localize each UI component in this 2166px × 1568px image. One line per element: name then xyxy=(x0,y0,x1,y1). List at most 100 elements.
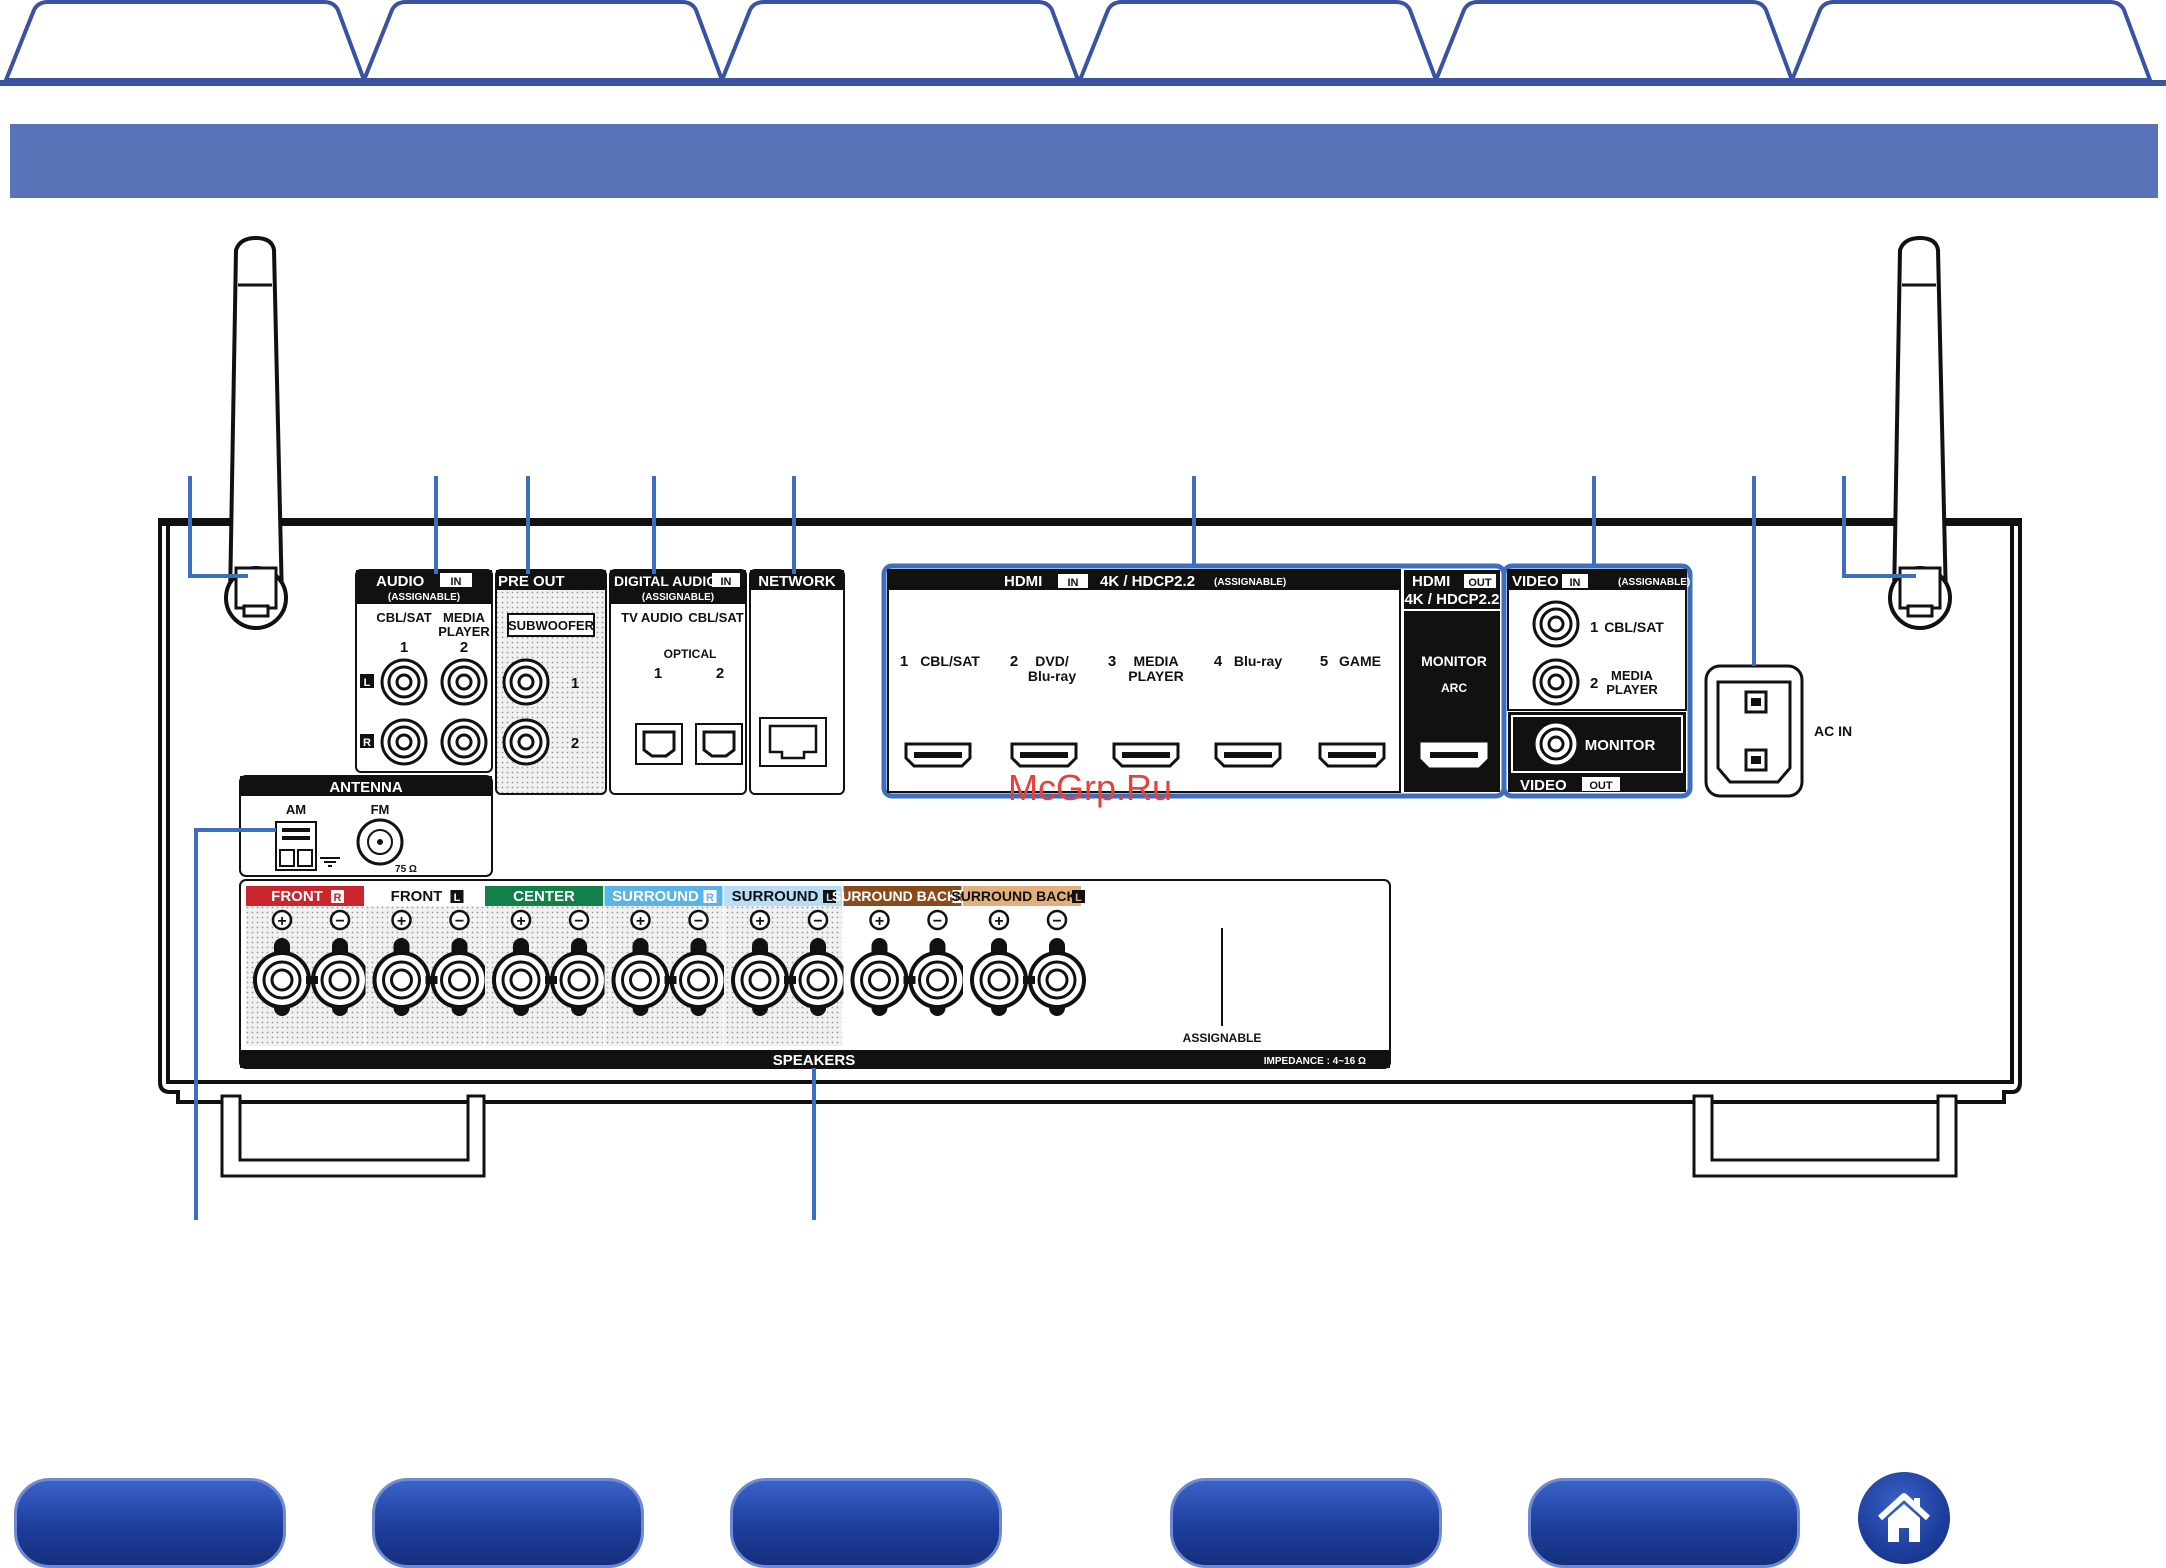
terminal-polarity: + xyxy=(636,913,645,930)
tab-1[interactable] xyxy=(3,0,367,82)
speaker-label-bg xyxy=(843,886,962,906)
ac-in-label: AC IN xyxy=(1814,723,1852,739)
hdmi-out-arc: ARC xyxy=(1441,681,1467,695)
speaker-label-bg xyxy=(604,886,723,906)
rca-jack-subwoofer-1[interactable] xyxy=(502,658,550,706)
speaker-terminal-surround-back-l-minus[interactable]: − xyxy=(1028,909,1086,1016)
hdmi-in-section: HDMI IN 4K / HDCP2.2 (ASSIGNABLE) 1 CBL/… xyxy=(881,563,1507,799)
hdmi-in-2-number: 2 xyxy=(1010,653,1018,670)
video-section: VIDEO IN (ASSIGNABLE) 1 CBL/SAT 2 MEDIA … xyxy=(1501,563,1693,799)
antenna-section: ANTENNA AM FM 75 Ω xyxy=(239,775,493,877)
hdmi-in-5-number: 5 xyxy=(1320,653,1328,670)
video-in-title: VIDEO xyxy=(1512,573,1559,590)
optical-port-2[interactable] xyxy=(695,723,743,765)
speaker-terminal-front-r-plus[interactable]: + xyxy=(253,909,311,1016)
terminal-polarity: + xyxy=(755,913,764,930)
terminal-polarity: − xyxy=(694,913,703,930)
digital-audio-tv-audio: TV AUDIO xyxy=(621,610,683,625)
video-in-1-label: CBL/SAT xyxy=(1604,619,1664,635)
footer-nav-button-3[interactable] xyxy=(730,1478,1002,1568)
optical-port-1[interactable] xyxy=(635,723,683,765)
audio-in-2-number: 2 xyxy=(460,639,468,656)
terminal-polarity: + xyxy=(875,913,884,930)
terminal-bridge xyxy=(425,976,438,984)
tab-5[interactable] xyxy=(1433,0,1795,82)
speaker-terminal-center-plus[interactable]: + xyxy=(492,909,550,1016)
hdmi-port-in-4[interactable] xyxy=(1214,742,1282,768)
speaker-side-label: R xyxy=(706,892,714,904)
ethernet-port[interactable] xyxy=(759,717,827,767)
tab-6[interactable] xyxy=(1789,0,2153,82)
speaker-side-badge xyxy=(331,890,344,903)
footer-nav-button-1[interactable] xyxy=(14,1478,286,1568)
tab-2[interactable] xyxy=(361,0,725,82)
speaker-side-badge xyxy=(952,890,966,903)
home-button[interactable] xyxy=(1858,1472,1950,1564)
rca-jack-audio-2-l[interactable] xyxy=(440,658,488,706)
rca-jack-audio-1-l[interactable] xyxy=(380,658,428,706)
terminal-polarity: − xyxy=(933,913,942,930)
tab-4[interactable] xyxy=(1077,0,1439,82)
hdmi-out-monitor: MONITOR xyxy=(1421,653,1487,669)
speaker-channel-center: CENTER+− xyxy=(485,886,608,1046)
speaker-label: FRONT xyxy=(271,888,323,905)
speaker-label: SURROUND BACK xyxy=(951,888,1076,904)
rca-jack-video-2[interactable] xyxy=(1532,658,1580,706)
video-in-2-number: 2 xyxy=(1590,675,1598,692)
speaker-terminal-front-l-minus[interactable]: − xyxy=(430,909,489,1016)
hdmi-out-section: HDMI OUT 4K / HDCP2.2 MONITOR ARC xyxy=(1404,570,1500,792)
rca-jack-audio-1-r[interactable] xyxy=(380,718,428,766)
speaker-label-bg xyxy=(485,886,603,906)
network-title: NETWORK xyxy=(758,573,836,590)
footer-nav-button-2[interactable] xyxy=(372,1478,644,1568)
footer-nav-button-5[interactable] xyxy=(1528,1478,1800,1568)
rca-jack-video-1[interactable] xyxy=(1532,600,1580,648)
hdmi-port-in-1[interactable] xyxy=(904,742,972,768)
hdmi-in-badge: IN xyxy=(1068,577,1079,589)
audio-in-1-label: CBL/SAT xyxy=(376,610,431,625)
foot-right xyxy=(1692,1094,1958,1178)
hdmi-out-title: HDMI xyxy=(1412,573,1450,590)
antenna-title: ANTENNA xyxy=(329,779,402,796)
ac-inlet[interactable] xyxy=(1704,664,1804,798)
hdmi-port-in-2[interactable] xyxy=(1010,742,1078,768)
hdmi-in-2-label-b: Blu-ray xyxy=(1028,668,1076,684)
speaker-terminal-surround-r-minus[interactable]: − xyxy=(669,909,728,1016)
digital-audio-optical: OPTICAL xyxy=(664,647,717,661)
speaker-side-label: L xyxy=(826,892,833,904)
rca-jack-subwoofer-2[interactable] xyxy=(502,718,550,766)
am-antenna-terminal[interactable] xyxy=(275,821,340,871)
hdmi-port-in-5[interactable] xyxy=(1318,742,1386,768)
digital-audio-assignable: (ASSIGNABLE) xyxy=(642,592,714,603)
callout-lines xyxy=(188,476,1916,1220)
speaker-label: SURROUND BACK xyxy=(832,888,957,904)
speaker-side-badge xyxy=(823,890,836,903)
speaker-terminal-front-l-plus[interactable]: + xyxy=(372,909,431,1016)
nav-tabs xyxy=(0,0,2166,90)
tab-3[interactable] xyxy=(719,0,1081,82)
video-in-2-label-a: MEDIA xyxy=(1611,668,1654,683)
hdmi-port-out-monitor[interactable] xyxy=(1420,742,1488,768)
speakers-impedance: IMPEDANCE : 4~16 Ω xyxy=(1264,1056,1366,1067)
speaker-terminal-surround-back-r-plus[interactable]: + xyxy=(850,909,909,1016)
audio-in-channel-r: R xyxy=(363,737,371,749)
terminal-polarity: − xyxy=(1052,913,1061,930)
hdmi-out-badge: OUT xyxy=(1468,577,1492,589)
audio-in-assignable: (ASSIGNABLE) xyxy=(388,592,460,603)
rca-jack-audio-2-r[interactable] xyxy=(440,718,488,766)
footer-nav-button-4[interactable] xyxy=(1170,1478,1442,1568)
audio-in-title: AUDIO xyxy=(376,573,425,590)
hdmi-in-1-number: 1 xyxy=(900,653,908,670)
hdmi-port-in-3[interactable] xyxy=(1112,742,1180,768)
fm-antenna-connector[interactable] xyxy=(356,818,404,866)
speaker-side-label: L xyxy=(454,892,461,904)
rca-jack-video-monitor[interactable] xyxy=(1532,720,1580,768)
video-out-title: VIDEO xyxy=(1520,777,1567,794)
audio-in-badge: IN xyxy=(451,576,462,588)
optical-1-number: 1 xyxy=(654,665,662,682)
